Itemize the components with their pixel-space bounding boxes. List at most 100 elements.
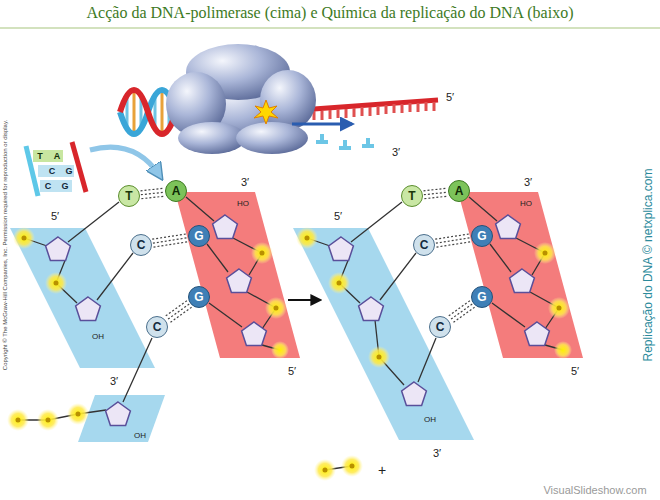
- template-strand-band: [10, 228, 155, 368]
- strand-end: 3′: [241, 177, 249, 188]
- nucleotide-band: [78, 395, 165, 442]
- phosphate-group: [7, 227, 572, 481]
- hydroxyl-group: OH: [92, 333, 104, 341]
- base-letter: A: [455, 185, 464, 197]
- slide-title: Acção da DNA-polimerase (cima) e Química…: [87, 4, 574, 21]
- reaction-arrow: [288, 299, 320, 301]
- hydroxyl-group: HO: [520, 200, 532, 208]
- base-letter: G: [477, 291, 486, 303]
- hydrogen-bond: [435, 234, 471, 247]
- deoxyribose: [46, 237, 71, 261]
- title-rule: [0, 27, 660, 29]
- strand-end: 5′: [334, 211, 342, 222]
- nucleotide-base: C: [130, 234, 152, 256]
- curved-arrow: [90, 147, 160, 176]
- strand-bases: [306, 102, 434, 121]
- strand-end: 5′: [51, 211, 59, 222]
- deoxyribose: [227, 269, 252, 293]
- inset-base-letter: A: [54, 152, 61, 161]
- direction-arrow: [292, 123, 352, 126]
- polymerase-blob: [260, 70, 316, 130]
- inset-pair: [38, 165, 74, 177]
- strand-end: 3′: [433, 448, 441, 459]
- strand-end: 5′: [446, 92, 454, 103]
- base-letter: C: [153, 321, 162, 333]
- base-letter: T: [125, 190, 132, 202]
- nucleotide-base: A: [448, 180, 470, 202]
- watermark: Replicação do DNA © netxplica.com: [642, 169, 654, 362]
- new-strand-band: [458, 192, 583, 358]
- nucleotide-base: T: [118, 185, 140, 207]
- hydrogen-bond: [447, 301, 474, 324]
- strand-end: 3′: [110, 376, 118, 387]
- hydrogen-bond: [164, 301, 191, 324]
- nucleotide-base: C: [413, 234, 435, 256]
- inset-base-letter: C: [45, 182, 52, 191]
- inset-base-letter: G: [61, 182, 68, 191]
- strand-end: 3′: [392, 147, 400, 158]
- deoxyribose: [106, 402, 131, 426]
- hydrogen-bond: [141, 188, 165, 198]
- phosphorus-atom: [16, 236, 562, 473]
- hydroxyl-group: OH: [134, 432, 146, 440]
- nucleotide-base: G: [188, 286, 210, 308]
- phosphate-glow: [554, 341, 572, 359]
- deoxyribose: [359, 297, 384, 321]
- base-letter: C: [420, 239, 429, 251]
- deoxyribose: [329, 237, 354, 261]
- watermark: VisualSlideshow.com: [543, 485, 646, 496]
- deoxyribose: [510, 269, 535, 293]
- plus-sign: +: [378, 463, 386, 477]
- copyright-note: Copyright © The McGraw-Hill Companies, I…: [2, 120, 8, 370]
- deoxyribose: [525, 322, 550, 346]
- base-letter: C: [137, 239, 146, 251]
- nucleotide-base: C: [429, 316, 451, 338]
- hydrogen-bond: [424, 188, 448, 198]
- deoxyribose: [496, 215, 521, 239]
- nucleotide-base: G: [471, 286, 493, 308]
- phosphate-glow: [271, 341, 289, 359]
- hydroxyl-group: HO: [237, 200, 249, 208]
- strand-end: 5′: [288, 366, 296, 377]
- deoxyribose: [76, 297, 101, 321]
- deoxyribose: [213, 215, 238, 239]
- covalent-bonds: [24, 197, 280, 350]
- hydrogen-bond: [152, 234, 188, 247]
- new-strand-band: [175, 192, 300, 358]
- free-nucleotide: [316, 134, 328, 142]
- polymerase-blob: [178, 122, 246, 154]
- base-letter: C: [436, 321, 445, 333]
- nucleotide-base: G: [188, 225, 210, 247]
- inset-pair: [40, 180, 72, 192]
- inset-backbone: [72, 142, 86, 192]
- strand-end: 3′: [524, 177, 532, 188]
- base-letter: G: [477, 230, 486, 242]
- deoxyribose: [242, 322, 267, 346]
- nucleotide-base: G: [471, 225, 493, 247]
- free-nucleotide: [339, 140, 351, 148]
- nucleotide-base: A: [165, 180, 187, 202]
- hydroxyl-group: OH: [424, 416, 436, 424]
- free-nucleotide: [362, 138, 374, 146]
- title-bar: Acção da DNA-polimerase (cima) e Química…: [0, 4, 660, 22]
- covalent-bonds: [307, 197, 563, 470]
- inset-base-letter: G: [65, 167, 72, 176]
- base-letter: T: [408, 190, 415, 202]
- strand-end: 5′: [571, 366, 579, 377]
- deoxyribose: [402, 382, 427, 406]
- polymerase-blob: [236, 122, 308, 154]
- nucleotide-base: C: [146, 316, 168, 338]
- inset-pair: [33, 150, 63, 162]
- base-letter: A: [172, 185, 181, 197]
- inset-base-letter: C: [49, 167, 56, 176]
- active-site-spark: [254, 100, 278, 124]
- nucleotide-base: T: [401, 185, 423, 207]
- inset-base-letter: T: [37, 152, 43, 161]
- template-strand-band: [293, 228, 474, 440]
- base-letter: G: [194, 291, 203, 303]
